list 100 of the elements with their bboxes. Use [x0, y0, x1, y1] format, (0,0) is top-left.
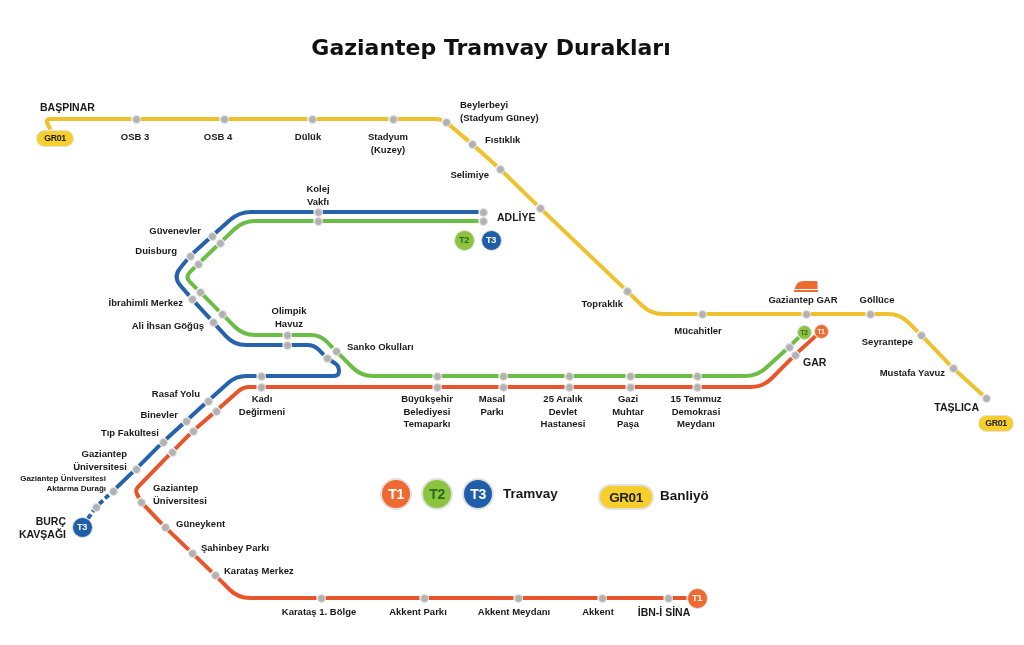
track-line — [265, 358, 341, 378]
station-dot-icon — [181, 416, 191, 426]
station-dot-icon — [215, 238, 225, 248]
station-label: Göllüce — [859, 294, 895, 307]
station-dot-icon — [211, 406, 221, 416]
track-line — [796, 334, 817, 354]
station-label: Karataş Merkez — [224, 565, 294, 578]
station-label: Topraklık — [581, 298, 623, 311]
station-dot-icon — [131, 464, 141, 474]
station-dot-icon — [498, 371, 508, 381]
track-line — [474, 145, 498, 168]
station-dot-icon — [625, 382, 635, 392]
station-dot-icon — [432, 371, 442, 381]
station-label: TAŞLICA — [934, 401, 979, 414]
station-label: BAŞPINAR — [40, 101, 95, 114]
station-dot-icon — [208, 317, 218, 327]
track-line — [606, 596, 664, 600]
track-line — [291, 333, 335, 350]
track-line — [672, 596, 687, 600]
station-dot-icon — [188, 426, 198, 436]
station-dot-icon — [158, 437, 168, 447]
legend-label: Banliyö — [660, 488, 709, 504]
station-label: Büyükşehir Belediyesi Temaparkı — [401, 393, 453, 431]
line-badge: GR01 — [598, 484, 654, 510]
station-dot-icon — [210, 570, 220, 580]
station-label: İbrahimli Merkez — [108, 297, 183, 310]
station-dot-icon — [313, 216, 323, 226]
station-dot-icon — [597, 593, 607, 603]
station-dot-icon — [108, 486, 118, 496]
station-label: OSB 3 — [120, 131, 150, 144]
station-label: Rasaf Yolu — [151, 388, 200, 401]
station-dot-icon — [187, 294, 197, 304]
station-dot-icon — [256, 382, 266, 392]
track-line — [218, 385, 257, 410]
track-line — [228, 117, 308, 121]
station-label: Fıstıklık — [485, 134, 521, 147]
station-dot-icon — [313, 207, 323, 217]
station-label: GAR — [803, 356, 827, 369]
station-label: Sanko Okulları — [347, 341, 414, 354]
track-line — [193, 300, 212, 321]
station-label: 15 Temmuz Demokrasi Meydanı — [670, 393, 722, 431]
track-line — [507, 385, 565, 389]
track-line — [191, 237, 211, 255]
track-line — [325, 596, 420, 600]
track-line — [441, 374, 499, 378]
track-line — [448, 123, 470, 143]
station-dot-icon — [207, 231, 217, 241]
track-line — [573, 385, 626, 389]
track-line — [45, 117, 132, 131]
track-line — [187, 402, 207, 420]
station-dot-icon — [322, 353, 332, 363]
line-badge: T1 — [380, 478, 412, 510]
track-line — [134, 453, 171, 499]
station-dot-icon — [692, 382, 702, 392]
station-dot-icon — [564, 371, 574, 381]
station-dot-icon — [307, 114, 317, 124]
station-label: Güneykent — [176, 518, 226, 531]
station-dot-icon — [916, 330, 926, 340]
station-dot-icon — [195, 287, 205, 297]
station-dot-icon — [136, 497, 146, 507]
station-label: OSB 4 — [203, 131, 233, 144]
track-line — [501, 170, 539, 207]
track-line — [173, 432, 192, 451]
station-label: Güvenevler — [149, 225, 201, 238]
track-line — [214, 210, 314, 235]
track-line — [291, 343, 326, 357]
station-label: Dülük — [294, 131, 322, 144]
track-line — [810, 312, 866, 316]
station-label: Binevler — [140, 409, 178, 422]
station-dot-icon — [784, 342, 794, 352]
station-label: Akkent Meydanı — [477, 606, 551, 619]
station-dot-icon — [498, 382, 508, 392]
station-dot-icon — [564, 382, 574, 392]
line-badge: T2 — [421, 478, 453, 510]
line-badge: T2 — [453, 229, 475, 251]
station-label: Stadyum (Kuzey) — [367, 131, 409, 156]
dashed-track-line — [86, 509, 96, 520]
track-line — [441, 385, 499, 389]
track-line — [216, 576, 317, 600]
station-dot-icon — [467, 139, 477, 149]
track-line — [199, 244, 219, 263]
line-badge: GR01 — [36, 129, 74, 147]
track-line — [223, 315, 283, 337]
station-label: Akkent — [582, 606, 614, 619]
station-dot-icon — [865, 309, 875, 319]
station-dot-icon — [697, 309, 707, 319]
track-line — [195, 412, 214, 430]
station-dot-icon — [316, 593, 326, 603]
station-label: Karataş 1. Bölge — [281, 606, 357, 619]
line-badge: T1 — [686, 587, 708, 609]
track-line — [114, 470, 135, 490]
station-dot-icon — [187, 548, 197, 558]
station-label: İBN-İ SİNA — [637, 606, 691, 619]
station-dot-icon — [981, 393, 991, 403]
station-label: Kolej Vakfı — [306, 183, 330, 208]
track-line — [185, 265, 199, 291]
track-line — [322, 219, 479, 223]
station-dot-icon — [948, 363, 958, 373]
track-line — [922, 336, 952, 367]
station-label: Şahinbey Parkı — [201, 542, 270, 555]
